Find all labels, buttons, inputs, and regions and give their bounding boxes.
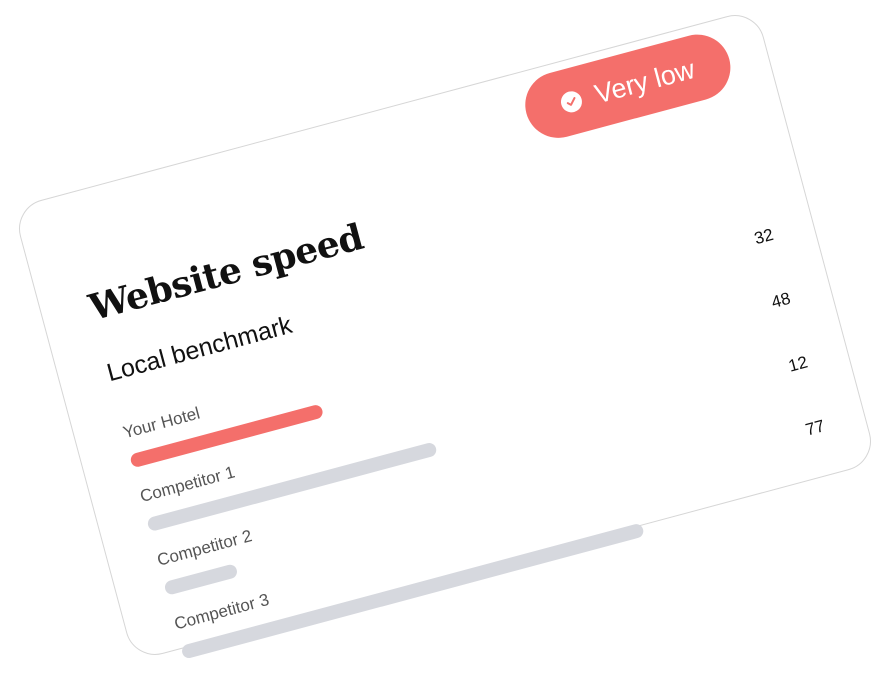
website-speed-card: Very low Website speed Local benchmark Y… <box>12 8 878 662</box>
check-mark <box>567 96 576 106</box>
benchmark-row-label: Your Hotel <box>120 403 202 443</box>
benchmark-bar <box>163 563 239 596</box>
check-circle-icon <box>558 88 585 115</box>
speed-rating-badge: Very low <box>517 27 738 146</box>
card-title: Website speed <box>84 215 368 330</box>
benchmark-row-value: 32 <box>752 224 776 249</box>
card-subtitle: Local benchmark <box>103 310 296 388</box>
speed-rating-label: Very low <box>591 53 698 109</box>
